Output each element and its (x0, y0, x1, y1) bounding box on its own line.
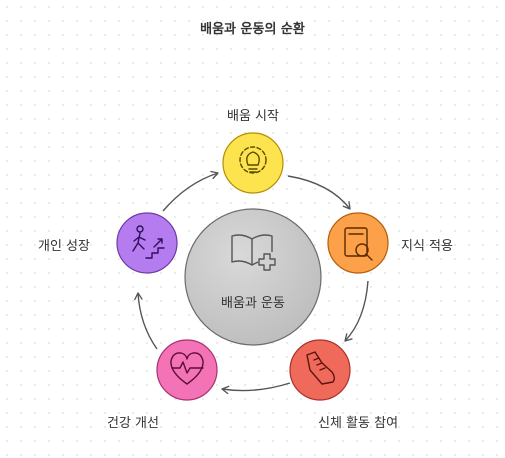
person-climbing-stairs-icon (132, 225, 165, 259)
center-label: 배움과 운동 (221, 296, 285, 311)
label-physical-activity: 신체 활동 참여 (318, 416, 399, 431)
sneaker-icon (306, 351, 335, 385)
node-learning-start (222, 132, 284, 194)
node-knowledge-apply (327, 212, 389, 274)
arrow-start-to-apply (287, 175, 351, 210)
node-health-improve (156, 339, 218, 401)
cycle-arrows (134, 170, 369, 395)
label-health-improve: 건강 개선 (107, 416, 159, 431)
node-personal-growth (116, 212, 178, 274)
node-physical-activity (289, 339, 351, 401)
center-node: 배움과 운동 (184, 208, 322, 346)
label-knowledge-apply: 지식 적용 (401, 239, 453, 254)
diagram-title: 배움과 운동의 순환 (200, 22, 305, 37)
document-magnifier-icon (344, 227, 373, 261)
label-learning-start: 배움 시작 (227, 109, 279, 124)
gear-lightbulb-icon (239, 146, 267, 174)
arrow-activity-to-health (221, 382, 291, 395)
arrow-health-to-growth (134, 292, 158, 350)
book-plus-icon (231, 234, 276, 271)
label-personal-growth: 개인 성장 (38, 239, 90, 254)
heart-pulse-icon (170, 352, 204, 385)
arrow-apply-to-activity (344, 280, 369, 342)
arrow-growth-to-start (162, 170, 219, 212)
